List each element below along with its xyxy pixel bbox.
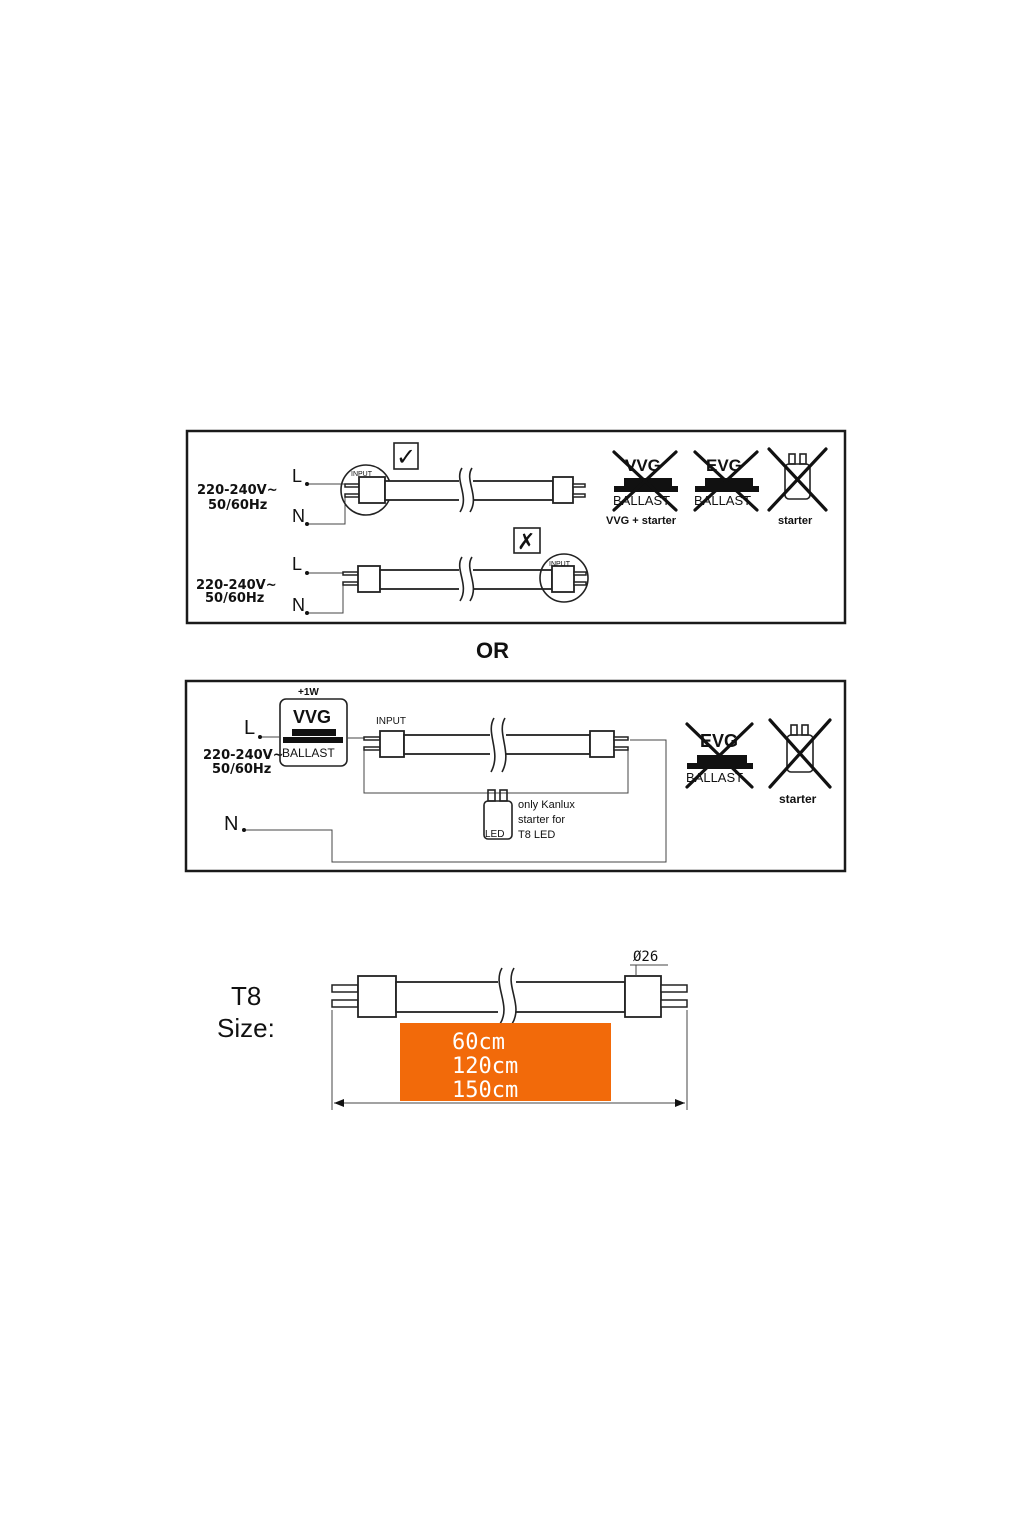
size-title-t8: T8: [231, 981, 261, 1011]
starter-caption: starter: [778, 515, 813, 527]
row1-input-label: INPUT: [351, 471, 373, 478]
row1-voltage: 220-240V~: [197, 483, 278, 498]
vvg-starter-caption: VVG + starter: [606, 515, 677, 527]
panel1-incompatible-evg: EVG BALLAST: [693, 450, 759, 512]
row2-input-label: INPUT: [549, 561, 571, 568]
kanlux-led-starter: LED only Kanlux starter for T8 LED: [483, 789, 575, 841]
row1-input-left: 220-240V~ 50/60Hz L N INPUT ✓: [197, 442, 586, 526]
row2-frequency: 50/60Hz: [205, 591, 264, 606]
length-120cm: 120cm: [452, 1054, 518, 1079]
starter-text-line3: T8 LED: [518, 829, 555, 841]
row2-l-label: L: [292, 554, 302, 574]
crossed-starter-icon: [784, 463, 811, 500]
panel-2-border: [184, 679, 847, 873]
row2-input-right: 220-240V~ 50/60Hz L N INPUT ✗: [196, 527, 589, 615]
panel1-incompatible-vvg: VVG BALLAST VVG + starter: [606, 450, 678, 527]
row1-n-wire: [307, 497, 346, 525]
panel2-starter-caption: starter: [779, 792, 817, 806]
cross-mark: ✗: [517, 529, 535, 554]
t8-size-section: T8 Size: Ø26 60cm 120cm 150cm: [217, 949, 688, 1110]
diameter-label: Ø26: [633, 949, 658, 965]
crossed-starter-icon: [786, 734, 814, 773]
row1-l-label: L: [292, 466, 302, 486]
dimension-extension-lines: [331, 1010, 688, 1110]
starter-led-badge: LED: [485, 829, 504, 840]
or-label: OR: [476, 638, 509, 663]
panel2-incompatible-starter: starter: [768, 718, 832, 806]
panel-magnetic-ballast-wiring: L N 220-240V~ 50/60Hz +1W VVG BALLAST IN…: [184, 679, 847, 873]
length-150cm: 150cm: [452, 1078, 518, 1103]
panel-correct-wiring: 220-240V~ 50/60Hz L N INPUT ✓: [185, 429, 847, 625]
row1-n-label: N: [292, 506, 305, 526]
size-title-size: Size:: [217, 1013, 275, 1043]
ballast-bottom-label: BALLAST: [282, 746, 335, 760]
row2-n-wire: [307, 585, 344, 614]
panel2-l-label: L: [244, 717, 255, 739]
panel2-n-label: N: [224, 813, 238, 835]
check-mark: ✓: [396, 444, 416, 471]
row1-frequency: 50/60Hz: [208, 498, 267, 513]
panel2-input-label: INPUT: [376, 716, 406, 727]
length-60cm: 60cm: [452, 1030, 505, 1055]
row2-n-label: N: [292, 595, 305, 615]
starter-icon: [483, 800, 513, 840]
neutral-wire: [244, 739, 667, 863]
check-box: [393, 442, 419, 470]
panel1-incompatible-starter: starter: [767, 447, 828, 527]
ballast-box: [279, 698, 348, 767]
length-options-box: [400, 1023, 611, 1101]
ballast-top-label: VVG: [293, 707, 331, 727]
vvg-ballast: +1W VVG BALLAST: [279, 687, 348, 767]
starter-text-line1: only Kanlux: [518, 799, 575, 811]
row2-voltage: 220-240V~: [196, 578, 277, 593]
starter-text-line2: starter for: [518, 814, 565, 826]
panel2-frequency: 50/60Hz: [212, 762, 271, 777]
panel2-voltage: 220-240V~: [203, 748, 284, 763]
panel2-incompatible-evg: EVG BALLAST: [685, 722, 754, 789]
cross-box: [513, 527, 541, 554]
row2-input-magnifier: [539, 553, 589, 603]
panel-1-border: [185, 429, 847, 625]
ballast-power: +1W: [298, 687, 319, 698]
